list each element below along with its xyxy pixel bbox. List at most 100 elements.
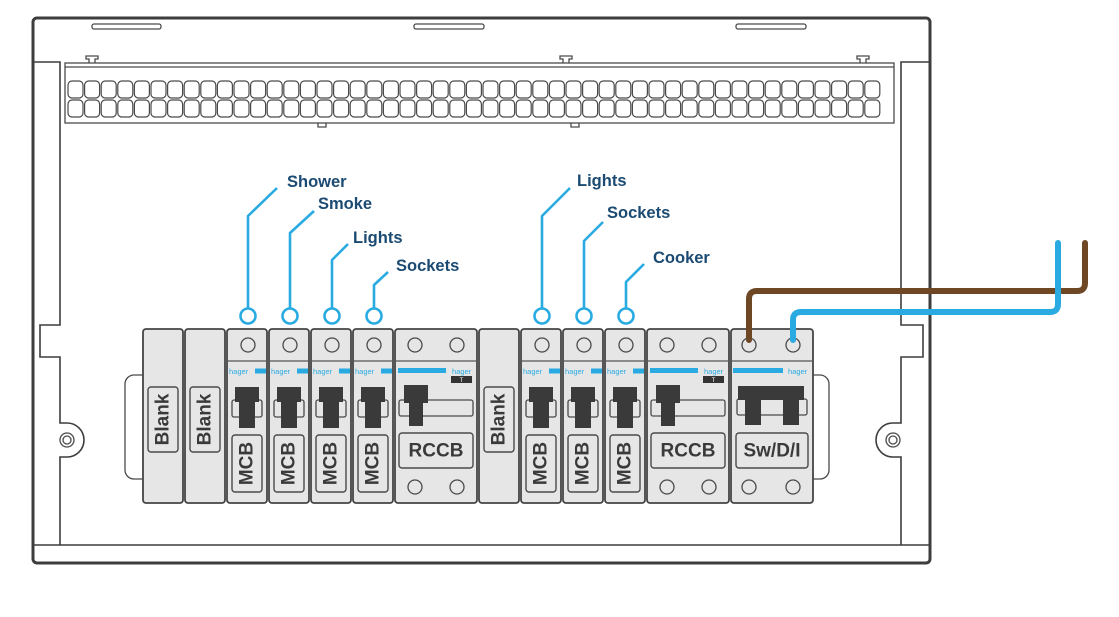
toggle-lever-stem	[365, 401, 381, 428]
terminal-cell	[432, 99, 449, 118]
terminal-screw-icon	[366, 337, 382, 353]
terminal-cell	[266, 80, 283, 99]
module-label: MCB	[321, 442, 342, 485]
terminal-cell	[648, 99, 665, 118]
terminal-cell	[216, 80, 233, 99]
toggle-lever-stem	[745, 399, 761, 425]
terminal-cell	[714, 99, 732, 118]
callout-marker	[533, 307, 551, 325]
callout-label: Cooker	[653, 249, 710, 267]
terminal-cell	[731, 80, 748, 99]
terminal-cell	[847, 80, 864, 99]
test-button	[451, 376, 472, 383]
toggle-lever-stem	[783, 399, 799, 425]
toggle-guide	[650, 399, 726, 417]
left-inner-frame	[33, 61, 85, 545]
terminal-cell	[681, 80, 698, 99]
module-label: MCB	[237, 442, 258, 485]
module-blank: Blank	[478, 328, 520, 504]
module-label-box	[357, 434, 389, 493]
terminal-cell	[864, 80, 881, 99]
terminal-cell	[233, 80, 250, 99]
top-slot	[735, 23, 807, 30]
terminal-cell	[416, 80, 433, 99]
callout-marker	[323, 307, 341, 325]
terminal-cell	[465, 99, 482, 118]
module-label: Blank	[195, 393, 216, 445]
terminal-cell	[814, 80, 831, 99]
callout-marker	[617, 307, 635, 325]
toggle-lever-icon	[235, 387, 259, 402]
terminal-cell	[316, 99, 333, 118]
module-blank: Blank	[142, 328, 184, 504]
terminal-screw-icon	[701, 337, 717, 353]
rating-badge	[297, 368, 308, 374]
module-label: MCB	[279, 442, 300, 485]
terminal-cell	[598, 99, 615, 118]
terminal-cell	[233, 99, 250, 118]
terminal-cell	[283, 80, 300, 99]
terminal-cell	[67, 99, 84, 118]
terminal-cell	[847, 99, 864, 118]
terminal-cell	[333, 99, 350, 118]
terminal-cell	[283, 99, 300, 118]
brown-wire	[746, 240, 1088, 343]
module-body	[142, 328, 184, 504]
brand-logo: hager	[565, 367, 585, 376]
terminal-screw-icon	[576, 337, 592, 353]
callout-sockets: Sockets	[575, 204, 670, 325]
toggle-lever-icon	[613, 387, 637, 402]
toggle-lever-stem	[239, 401, 255, 428]
callout-marker	[575, 307, 593, 325]
din-rail-bracket-right	[812, 374, 830, 480]
terminal-cell	[581, 80, 599, 99]
terminal-cell	[150, 99, 167, 118]
module-body	[730, 328, 814, 504]
terminal-cell	[382, 80, 399, 99]
module-label: RCCB	[409, 441, 464, 462]
terminal-screw-icon	[449, 337, 465, 353]
terminal-cell	[133, 99, 150, 118]
brand-logo: hager	[355, 367, 375, 376]
module-label: Blank	[489, 393, 510, 445]
module-label: Sw/D/I	[743, 441, 800, 462]
terminal-cell	[382, 99, 399, 118]
terminal-cell	[631, 80, 649, 99]
terminal-cell	[465, 80, 482, 99]
terminal-cell	[499, 99, 516, 118]
callout-label: Shower	[287, 173, 347, 191]
terminal-cell	[781, 80, 798, 99]
terminal-screw-icon	[659, 479, 675, 495]
terminal-screw-icon	[449, 479, 465, 495]
terminal-cell	[100, 80, 117, 99]
brand-logo: hager	[704, 367, 724, 376]
terminal-screw-icon	[659, 337, 675, 353]
terminal-cell	[399, 80, 416, 99]
brand-logo: hager	[788, 367, 808, 376]
brand-stripe	[398, 368, 446, 373]
terminal-cell	[299, 99, 316, 118]
terminal-cell	[299, 80, 316, 99]
circuit-callouts: ShowerSmokeLightsSocketsLightsSocketsCoo…	[239, 172, 710, 325]
toggle-lever-stem	[323, 401, 339, 428]
terminal-cell	[565, 80, 582, 99]
brand-stripe	[733, 368, 783, 373]
brand-logo: hager	[229, 367, 249, 376]
callout-leader-line	[330, 243, 349, 308]
blue-wire	[790, 240, 1061, 343]
module-label-box	[189, 386, 221, 453]
terminal-cell	[83, 80, 101, 99]
callout-leader-line	[624, 263, 645, 308]
toggle-lever-icon	[361, 387, 385, 402]
terminal-cell	[200, 99, 217, 118]
terminal-cell	[83, 99, 101, 118]
terminal-cell	[615, 99, 632, 118]
terminal-cell	[449, 80, 466, 99]
rating-badge	[381, 368, 392, 374]
callout-marker	[239, 307, 257, 325]
terminal-bar	[64, 55, 895, 128]
terminal-cell	[150, 80, 167, 99]
toggle-lever-icon	[319, 387, 343, 402]
terminal-cell	[250, 99, 267, 118]
terminal-bar-tab	[559, 55, 573, 63]
